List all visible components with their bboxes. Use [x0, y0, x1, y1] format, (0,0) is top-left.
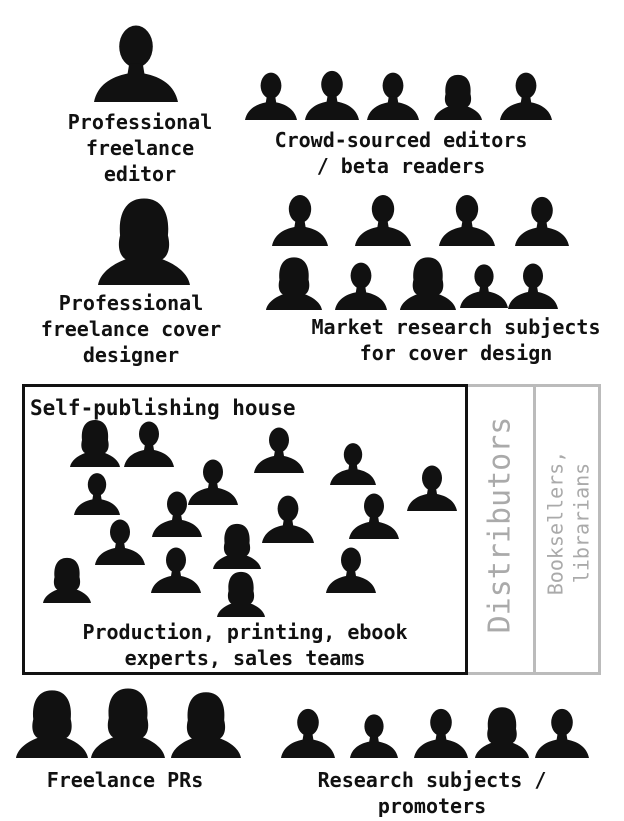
research-promoters-label: Research subjects / promoters	[317, 768, 547, 818]
promoter-person-icon	[278, 704, 338, 758]
crowd-editor-person-icon	[303, 66, 361, 120]
staff-person-icon	[71, 469, 123, 515]
cover-designer-label: Professional freelance cover designer	[40, 291, 222, 367]
crowd-editor-person-icon	[243, 68, 299, 120]
booksellers-box: Booksellers, librarians	[533, 384, 601, 675]
staff-person-icon	[217, 569, 265, 617]
market-research-person-icon	[398, 254, 458, 310]
staff-person-icon	[345, 489, 403, 539]
market-research-person-icon	[332, 258, 390, 310]
staff-person-icon	[149, 487, 205, 537]
market-research-person-icon	[460, 258, 508, 310]
freelance-pr-person-icon	[166, 688, 246, 758]
staff-person-icon	[39, 555, 95, 603]
staff-person-icon	[143, 543, 209, 593]
promoter-person-icon	[532, 704, 592, 758]
market-research-person-icon	[268, 190, 332, 246]
staff-person-icon	[91, 515, 149, 565]
distributors-box: Distributors	[468, 384, 536, 675]
booksellers-label: Booksellers, librarians	[543, 450, 594, 596]
staff-person-icon	[123, 417, 175, 467]
market-research-person-icon	[432, 190, 502, 246]
crowd-editor-person-icon	[496, 68, 556, 120]
self-publishing-house-box: Self-publishing house Production, printi…	[22, 384, 468, 675]
staff-person-icon	[209, 521, 265, 569]
crowd-editor-person-icon	[430, 72, 486, 120]
market-research-person-icon	[262, 254, 326, 310]
cover-designer-person-icon	[98, 192, 190, 286]
promoter-person-icon	[412, 704, 470, 758]
staff-person-icon	[69, 417, 121, 467]
freelance-prs-label: Freelance PRs	[46, 768, 204, 792]
market-research-person-icon	[510, 192, 574, 246]
house-staff-label: Production, printing, ebook experts, sal…	[82, 620, 408, 670]
market-research-label: Market research subjects for cover desig…	[311, 315, 601, 365]
market-research-person-icon	[352, 190, 414, 246]
crowd-editor-person-icon	[364, 68, 422, 120]
promoter-person-icon	[474, 704, 530, 758]
staff-person-icon	[405, 461, 459, 511]
staff-person-icon	[327, 439, 379, 485]
freelance-pr-person-icon	[90, 684, 166, 758]
staff-person-icon	[319, 543, 383, 593]
editor-label: Professional freelance editor	[67, 110, 213, 186]
crowd-editors-label: Crowd-sourced editors / beta readers	[274, 128, 528, 178]
staff-person-icon	[247, 423, 311, 473]
staff-person-icon	[259, 491, 317, 543]
distributors-label: Distributors	[482, 416, 518, 634]
editor-person-icon	[92, 18, 180, 102]
market-research-person-icon	[508, 258, 558, 310]
freelance-pr-person-icon	[12, 686, 92, 758]
house-title: Self-publishing house	[30, 396, 296, 420]
promoter-person-icon	[346, 710, 402, 758]
